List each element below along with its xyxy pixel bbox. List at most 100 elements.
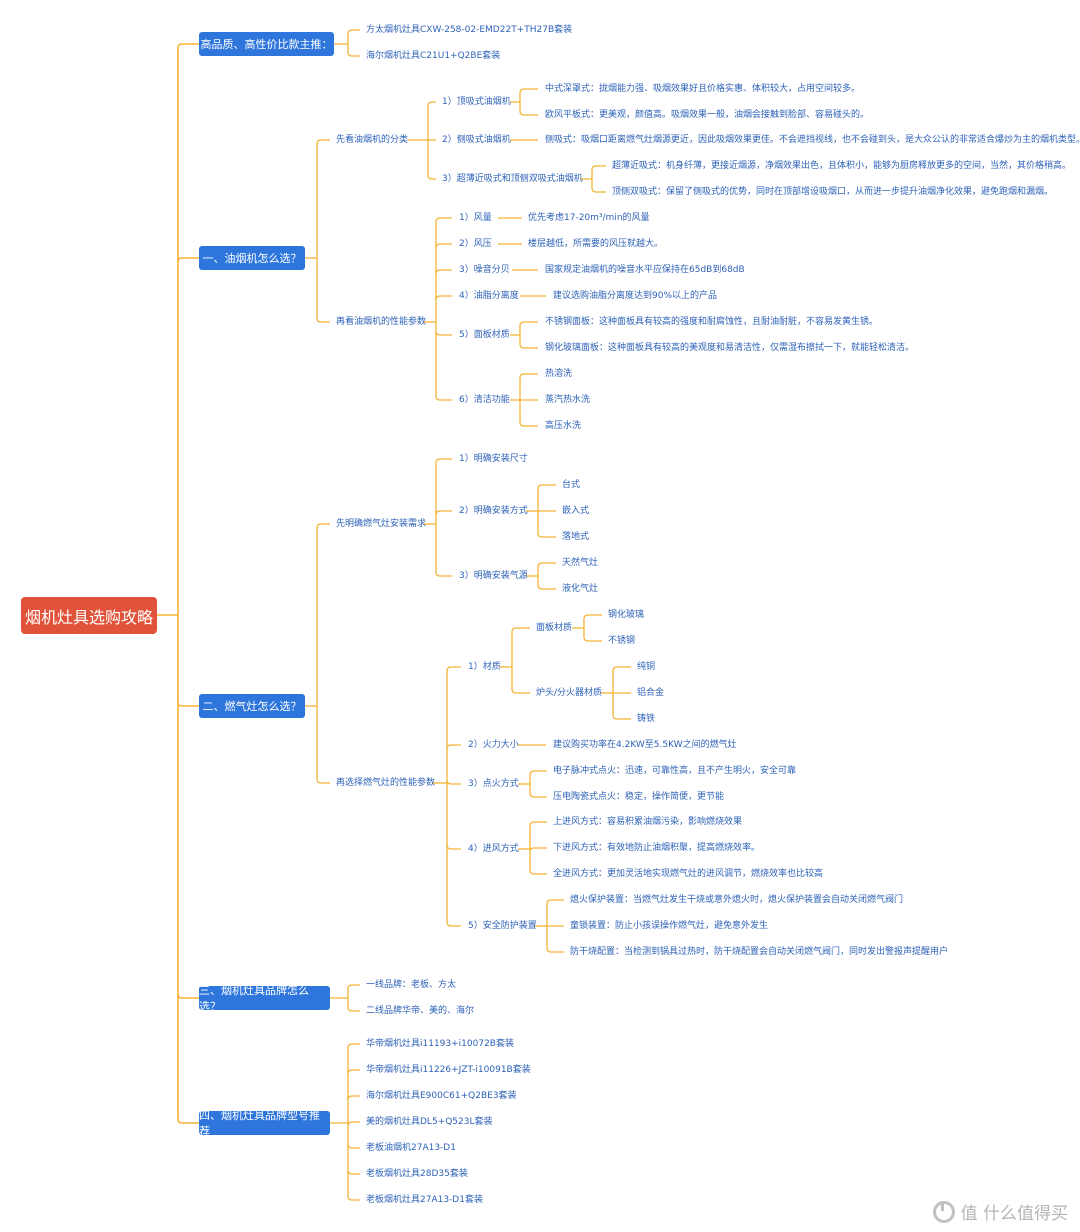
connector-line: [519, 110, 538, 116]
model-robam-set-1[interactable]: 老板烟机灶具28D35套装: [366, 1169, 468, 1179]
param-noise-desc[interactable]: 国家规定油烟机的噪音水平应保持在65dB到68dB: [545, 265, 745, 275]
connector-line: [316, 778, 330, 784]
hood-dual-desc[interactable]: 顶侧双吸式：保留了侧吸式的优势，同时在顶部增设吸烟口，从而进一步提升油烟净化效果…: [612, 187, 1054, 197]
install-method[interactable]: 2）明确安装方式: [459, 506, 528, 516]
material-burner[interactable]: 炉头/分火器材质: [536, 688, 603, 698]
param-panel[interactable]: 5）面板材质: [459, 330, 510, 340]
branch-recommend[interactable]: 高品质、高性价比款主推：: [199, 32, 334, 56]
branch-gas-stove[interactable]: 二、燃气灶怎么选？: [199, 694, 305, 718]
connector-line: [519, 88, 538, 94]
stove-power[interactable]: 2）火力大小: [468, 740, 519, 750]
material-panel[interactable]: 面板材质: [536, 623, 573, 633]
connector-line: [347, 29, 360, 35]
model-vatti-2[interactable]: 华帝烟机灶具i11226+JZT-i10091B套装: [366, 1065, 531, 1075]
connector-line: [529, 847, 547, 853]
model-robam-set-2[interactable]: 老板烟机灶具27A13-D1套装: [366, 1195, 483, 1205]
intake-lower[interactable]: 下进风方式：有效地防止油烟积聚，提高燃烧效率。: [553, 843, 761, 853]
brand-tier-1[interactable]: 一线品牌：老板、方太: [366, 980, 457, 990]
stove-ignition[interactable]: 3）点火方式: [468, 779, 519, 789]
connector-line: [347, 1043, 360, 1049]
connector-line: [347, 1121, 360, 1127]
connector-line: [537, 484, 556, 490]
param-noise[interactable]: 3）噪音分贝: [459, 265, 510, 275]
connector-line: [612, 666, 631, 672]
connector-line: [529, 792, 547, 798]
param-pressure-desc[interactable]: 楼层越低，所需要的风压就越大。: [528, 239, 664, 249]
root-topic[interactable]: 烟机灶具选购攻略: [21, 597, 157, 634]
burner-aluminum[interactable]: 铝合金: [637, 688, 665, 698]
product-haier-set[interactable]: 海尔烟机灶具C21U1+Q2BE套装: [366, 51, 501, 61]
connector-line: [435, 269, 452, 275]
connector-line: [546, 947, 564, 953]
hood-side-suction-desc[interactable]: 侧吸式：吸烟口距离燃气灶烟源更近，因此吸烟效果更佳。不会遮挡视线，也不会碰到头，…: [545, 135, 1080, 145]
connector-line: [435, 395, 452, 401]
clean-steam[interactable]: 蒸汽热水洗: [545, 395, 591, 405]
ignition-piezo[interactable]: 压电陶瓷式点火：稳定，操作简便，更节能: [553, 792, 725, 802]
connector-line: [435, 330, 452, 336]
hood-side-suction[interactable]: 2）侧吸式油烟机: [442, 135, 511, 145]
stove-material[interactable]: 1）材质: [468, 662, 501, 672]
hood-slim-dual[interactable]: 3）超薄近吸式和顶侧双吸式油烟机: [442, 174, 583, 184]
connector-line: [427, 174, 436, 180]
param-cleaning[interactable]: 6）清洁功能: [459, 395, 510, 405]
intake-full[interactable]: 全进风方式：更加灵活地实现燃气灶的进风调节，燃烧效率也比较高: [553, 869, 824, 879]
model-robam-hood[interactable]: 老板油烟机27A13-D1: [366, 1143, 456, 1153]
connector-line: [537, 584, 556, 590]
burner-cast-iron[interactable]: 铸铁: [637, 714, 656, 724]
method-builtin[interactable]: 嵌入式: [562, 506, 590, 516]
intake-upper[interactable]: 上进风方式：容易积累油烟污染，影响燃烧效果: [553, 817, 743, 827]
connector-line: [435, 217, 452, 223]
param-grease-desc[interactable]: 建议选购油脂分离度达到90%以上的产品: [553, 291, 718, 301]
panel-tempered-glass[interactable]: 钢化玻璃: [608, 610, 645, 620]
param-grease[interactable]: 4）油脂分离度: [459, 291, 519, 301]
stove-power-desc[interactable]: 建议购买功率在4.2KW至5.5KW之间的燃气灶: [553, 740, 737, 750]
connector-line: [177, 43, 199, 49]
clean-high-pressure[interactable]: 高压水洗: [545, 421, 582, 431]
model-haier[interactable]: 海尔烟机灶具E900C61+Q2BE3套装: [366, 1091, 517, 1101]
hood-slim-desc[interactable]: 超薄近吸式：机身纤薄，更接近烟源，净烟效果出色，且体积小，能够为厨房释放更多的空…: [612, 161, 1072, 171]
hood-parameters[interactable]: 再看油烟机的性能参数: [336, 317, 427, 327]
brand-tier-2[interactable]: 二线品牌华帝、美的、海尔: [366, 1006, 475, 1016]
stove-safety[interactable]: 5）安全防护装置: [468, 921, 537, 931]
safety-child-lock[interactable]: 童锁装置：防止小孩误操作燃气灶，避免意外发生: [570, 921, 769, 931]
hood-classification[interactable]: 先看油烟机的分类: [336, 135, 409, 145]
connector-line: [347, 1143, 360, 1149]
safety-flameout[interactable]: 熄火保护装置：当燃气灶发生干烧或意外熄火时，熄火保护装置会自动关闭燃气阀门: [570, 895, 904, 905]
branch-brands[interactable]: 三、烟机灶具品牌怎么选？: [199, 984, 330, 1013]
branch-range-hood[interactable]: 一、油烟机怎么选？: [199, 246, 305, 270]
install-size[interactable]: 1）明确安装尺寸: [459, 454, 528, 464]
model-vatti-1[interactable]: 华帝烟机灶具i11193+i10072B套装: [366, 1039, 514, 1049]
branch-models[interactable]: 四、烟机灶具品牌型号推荐: [199, 1109, 330, 1138]
ignition-pulse[interactable]: 电子脉冲式点火：迅速，可靠性高，且不产生明火，安全可靠: [553, 766, 797, 776]
connector-line: [519, 373, 538, 379]
method-tabletop[interactable]: 台式: [562, 480, 581, 490]
connector-line: [435, 243, 452, 249]
param-airflow-desc[interactable]: 优先考虑17-20m³/min的风量: [528, 213, 650, 223]
connector-line: [591, 165, 606, 171]
gas-natural[interactable]: 天然气灶: [562, 558, 599, 568]
hood-deep-canopy[interactable]: 中式深罩式：拢烟能力强、吸烟效果好且价格实惠、体积较大，占用空间较多。: [545, 84, 861, 94]
stove-install[interactable]: 先明确燃气灶安装需求: [336, 519, 427, 529]
connector-line: [316, 317, 330, 323]
connector-line: [511, 627, 530, 633]
panel-stainless[interactable]: 不锈钢面板：这种面板具有较高的强度和耐腐蚀性，且耐油耐脏，不容易发黄生锈。: [545, 317, 879, 327]
hood-top-suction[interactable]: 1）顶吸式油烟机: [442, 97, 511, 107]
param-pressure[interactable]: 2）风压: [459, 239, 492, 249]
stove-parameters[interactable]: 再选择燃气灶的性能参数: [336, 778, 436, 788]
connector-line: [546, 899, 564, 905]
product-fotile-set[interactable]: 方太烟机灶具CXW-258-02-EMD22T+TH27B套装: [366, 25, 573, 35]
method-floor[interactable]: 落地式: [562, 532, 590, 542]
panel-glass[interactable]: 钢化玻璃面板：这种面板具有较高的美观度和易清洁性，仅需湿布擦拭一下，就能轻松清洁…: [545, 343, 915, 353]
stove-air-intake[interactable]: 4）进风方式: [468, 844, 519, 854]
burner-copper[interactable]: 纯铜: [637, 662, 656, 672]
connector-line: [347, 1169, 360, 1175]
panel-stainless-steel[interactable]: 不锈钢: [608, 636, 636, 646]
install-gas[interactable]: 3）明确安装气源: [459, 571, 528, 581]
hood-flat-panel[interactable]: 欧风平板式：更美观，颜值高。吸烟效果一般，油烟会接触到脸部、容易碰头的。: [545, 110, 870, 120]
model-midea[interactable]: 美的烟机灶具DL5+Q523L套装: [366, 1117, 493, 1127]
clean-hot-melt[interactable]: 热溶洗: [545, 369, 573, 379]
gas-lpg[interactable]: 液化气灶: [562, 584, 599, 594]
param-airflow[interactable]: 1）风量: [459, 213, 492, 223]
safety-anti-dry[interactable]: 防干烧配置：当检测到锅具过热时，防干烧配置会自动关闭燃气阀门，同时发出警报声提醒…: [570, 947, 949, 957]
watermark-logo-icon: [932, 1200, 955, 1223]
